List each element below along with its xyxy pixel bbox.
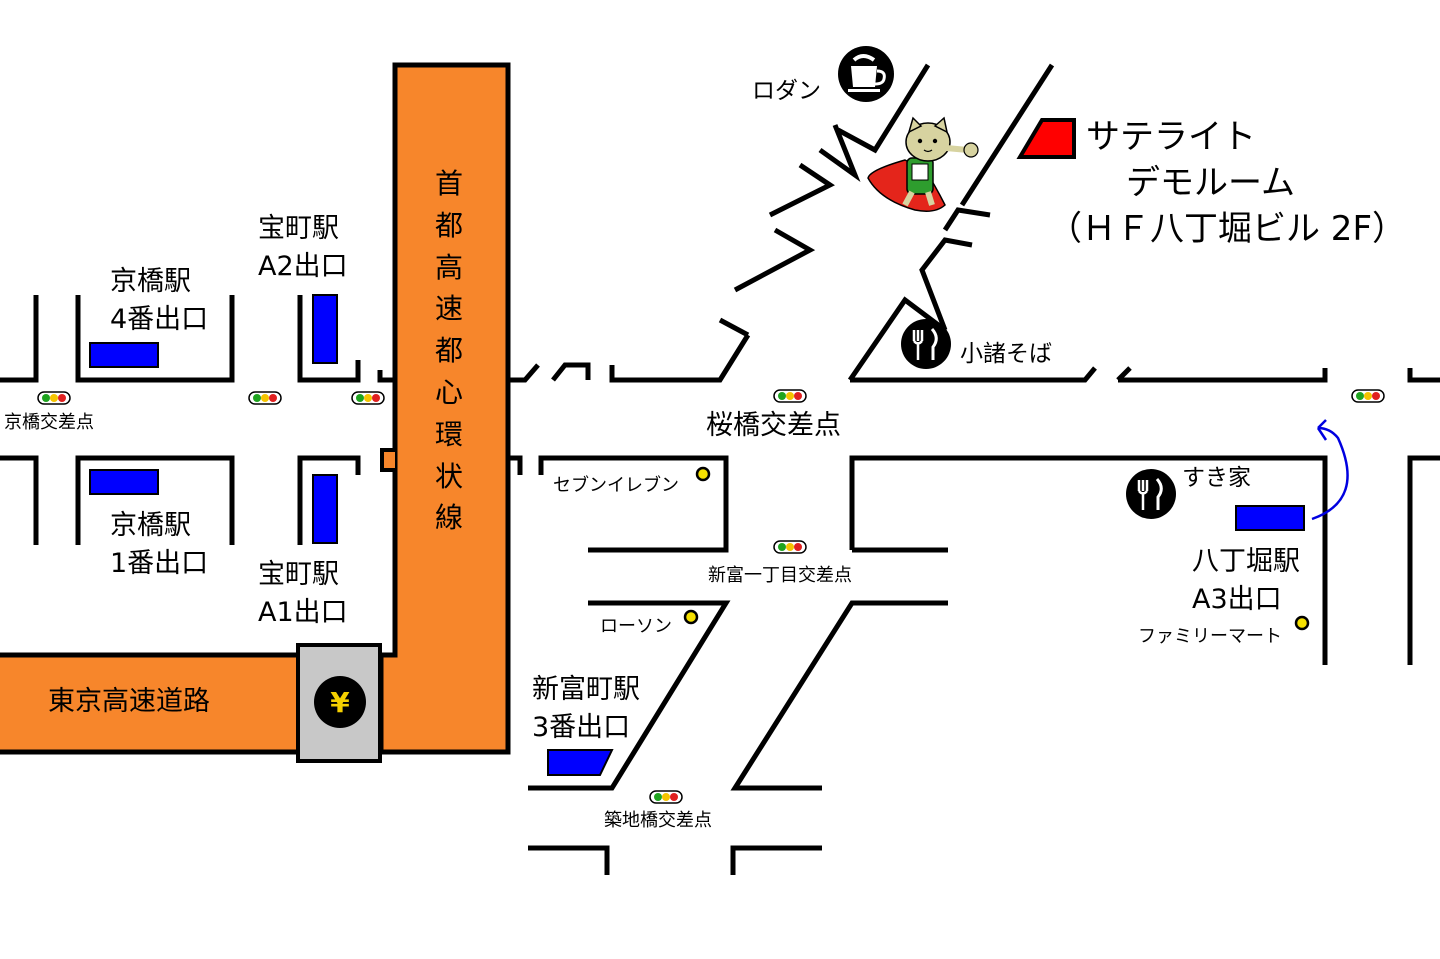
fork-knife-icon <box>901 319 951 369</box>
yen-icon: ¥ <box>330 686 350 719</box>
hatchobori-a3-line2: A3出口 <box>1192 584 1282 615</box>
destination-marker <box>1016 118 1076 159</box>
exit-takaracho-a2 <box>312 294 338 364</box>
shintomi-1-intersection: 新富一丁目交差点 <box>708 565 852 586</box>
shintomicho-3-line1: 新富町駅 <box>532 674 640 705</box>
kyobashi-1-line2: 1番出口 <box>110 548 209 579</box>
exit-shintomicho-3 <box>547 749 614 776</box>
road-outlines <box>0 63 1440 875</box>
sukiya-label: すき家 <box>1182 465 1251 491</box>
traffic-lights <box>37 389 1385 804</box>
tokyo-expressway-label: 東京高速道路 <box>48 686 210 717</box>
seven-eleven-label: セブンイレブン <box>553 475 679 496</box>
destination-name-line1: サテライト <box>1086 117 1256 157</box>
shuto-loop-label: 首都高速都心環状線 <box>434 167 463 535</box>
caped-cat-mascot-icon <box>867 116 979 212</box>
toll-booth: ¥ <box>296 643 382 763</box>
takaracho-a1-line1: 宝町駅 <box>258 559 339 590</box>
exit-kyobashi-1 <box>89 469 159 495</box>
traffic-light-icon <box>1351 389 1385 403</box>
convenience-dots <box>683 466 1310 631</box>
exit-kyobashi-4 <box>89 342 159 368</box>
kyobashi-4-line1: 京橋駅 <box>110 266 191 297</box>
traffic-light-icon <box>773 389 807 403</box>
takaracho-a2-line2: A2出口 <box>258 251 348 282</box>
familymart-label: ファミリーマート <box>1138 626 1282 647</box>
komoro-soba-label: 小諸そば <box>960 341 1052 367</box>
takaracho-a1-line2: A1出口 <box>258 597 348 628</box>
rodan-label: ロダン <box>752 78 821 104</box>
kyobashi-4-line2: 4番出口 <box>110 304 209 335</box>
takaracho-a2-line1: 宝町駅 <box>258 213 339 244</box>
kyobashi-intersection: 京橋交差点 <box>4 412 94 433</box>
exit-hatchobori-a3 <box>1235 505 1305 531</box>
fork-knife-icon <box>1126 469 1176 519</box>
tsukijibashi-intersection: 築地橋交差点 <box>604 810 712 831</box>
curved-arrow-icon <box>1311 419 1349 521</box>
yellow-dot-icon <box>683 609 699 625</box>
shintomicho-3-line2: 3番出口 <box>532 712 631 743</box>
destination-building: （ＨＦ八丁堀ビル 2F） <box>1048 209 1406 249</box>
traffic-light-icon <box>351 391 385 405</box>
traffic-light-icon <box>773 540 807 554</box>
station-exits <box>89 294 1305 776</box>
traffic-light-icon <box>37 391 71 405</box>
sakurabashi-intersection: 桜橋交差点 <box>706 410 841 441</box>
coffee-cup-icon <box>838 46 894 102</box>
kyobashi-1-line1: 京橋駅 <box>110 510 191 541</box>
lawson-label: ローソン <box>600 616 672 637</box>
exit-takaracho-a1 <box>312 474 338 544</box>
yellow-dot-icon <box>1294 615 1310 631</box>
destination-name-line2: デモルーム <box>1126 163 1295 203</box>
traffic-light-icon <box>248 391 282 405</box>
hatchobori-a3-line1: 八丁堀駅 <box>1192 546 1300 577</box>
traffic-light-icon <box>649 790 683 804</box>
yellow-dot-icon <box>695 466 711 482</box>
